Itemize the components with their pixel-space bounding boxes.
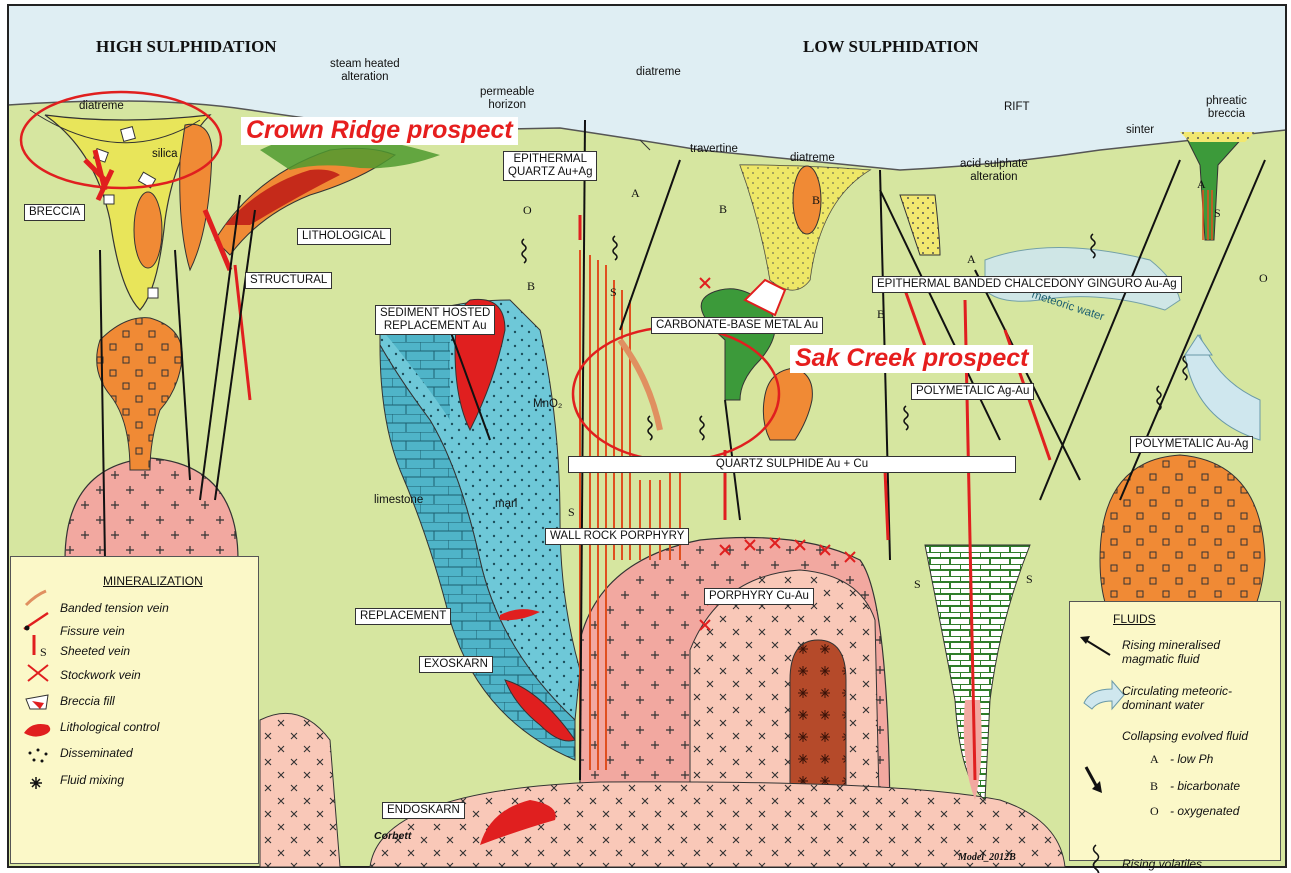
model-credit: Model_2012B — [958, 852, 1016, 864]
breccia-box: BRECCIA — [24, 204, 85, 221]
collapse-key-a: A — [1150, 752, 1159, 767]
phreatic-breccia-label: phreatic breccia — [1206, 95, 1247, 121]
letter-b: B — [877, 307, 885, 322]
replacement-box: REPLACEMENT — [355, 608, 451, 625]
legend-stockwork-vein: Stockwork vein — [60, 668, 141, 682]
legend-collapsing-fluid: Collapsing evolved fluid — [1122, 729, 1248, 743]
legend-circulating-meteoric: Circulating meteoric- dominant water — [1122, 684, 1232, 713]
letter-b: B — [527, 279, 535, 294]
legend-rising-volatiles: Rising volatiles — [1122, 857, 1202, 871]
carbonate-base-metal-box: CARBONATE-BASE METAL Au — [651, 317, 823, 334]
porphyry-cu-au-box: PORPHYRY Cu-Au — [704, 588, 814, 605]
high-sulphidation-heading: HIGH SULPHIDATION — [96, 37, 277, 57]
letter-a: A — [631, 186, 640, 201]
epithermal-banded-box: EPITHERMAL BANDED CHALCEDONY GINGURO Au-… — [872, 276, 1182, 293]
quartz-sulphide-box: QUARTZ SULPHIDE Au + Cu — [568, 456, 1016, 473]
low-sulphidation-heading: LOW SULPHIDATION — [803, 37, 979, 57]
legend-sheeted-vein: Sheeted vein — [60, 644, 130, 658]
legend-breccia-fill: Breccia fill — [60, 694, 115, 708]
silica-label: silica — [152, 148, 178, 161]
legend-disseminated: Disseminated — [60, 746, 133, 760]
polymetalic-auag-box: POLYMETALIC Au-Ag — [1130, 436, 1253, 453]
diatreme-mid-label: diatreme — [790, 152, 835, 165]
fluids-title: FLUIDS — [1113, 612, 1156, 626]
exoskarn-box: EXOSKARN — [419, 656, 493, 673]
letter-b: B — [812, 193, 820, 208]
collapse-label-o: - oxygenated — [1170, 804, 1239, 818]
letter-b: B — [719, 202, 727, 217]
letter-s: S — [610, 285, 617, 300]
diatreme-top-label: diatreme — [636, 66, 681, 79]
steam-heated-label: steam heated alteration — [330, 58, 400, 84]
mineralization-title: MINERALIZATION — [103, 574, 203, 588]
rift-label: RIFT — [1004, 101, 1030, 114]
polymetalic-agau-box: POLYMETALIC Ag-Au — [911, 383, 1034, 400]
letter-s: S — [1026, 572, 1033, 587]
legend-rising-magmatic-fluid: Rising mineralised magmatic fluid — [1122, 638, 1220, 667]
collapse-label-b: - bicarbonate — [1170, 779, 1240, 793]
acid-sulphate-label: acid sulphate alteration — [960, 158, 1028, 184]
sak-creek-prospect-label: Sak Creek prospect — [790, 345, 1033, 373]
sinter-label: sinter — [1126, 124, 1154, 137]
mno2-label: MnO₂ — [533, 398, 562, 411]
letter-o: O — [523, 203, 532, 218]
letter-s: S — [568, 505, 575, 520]
structural-box: STRUCTURAL — [245, 272, 332, 289]
travertine-label: travertine — [690, 143, 738, 156]
epithermal-quartz-box: EPITHERMAL QUARTZ Au+Ag — [503, 151, 597, 181]
letter-s: S — [1214, 206, 1221, 221]
limestone-label: limestone — [374, 494, 423, 507]
letter-s: S — [914, 577, 921, 592]
corbett-credit: Corbett — [374, 830, 411, 842]
legend-lithological-control: Lithological control — [60, 720, 159, 734]
sediment-hosted-box: SEDIMENT HOSTED REPLACEMENT Au — [375, 305, 495, 335]
lithological-box: LITHOLOGICAL — [297, 228, 391, 245]
wall-rock-porphyry-box: WALL ROCK PORPHYRY — [545, 528, 689, 545]
permeable-horizon-label: permeable horizon — [480, 86, 534, 112]
collapse-key-b: B — [1150, 779, 1158, 794]
collapse-label-a: - low Ph — [1170, 752, 1213, 766]
legend-banded-tension-vein: Banded tension vein — [60, 601, 169, 615]
endoskarn-box: ENDOSKARN — [382, 802, 465, 819]
legend-fissure-vein: Fissure vein — [60, 624, 125, 638]
letter-a: A — [1197, 177, 1206, 192]
letter-o: O — [1259, 271, 1268, 286]
marl-label: marl — [495, 498, 517, 511]
sheeted-letter: S — [40, 645, 47, 660]
legend-fluid-mixing: Fluid mixing — [60, 773, 124, 787]
crown-ridge-prospect-label: Crown Ridge prospect — [241, 117, 518, 145]
diatreme-left-label: diatreme — [79, 100, 124, 113]
collapse-key-o: O — [1150, 804, 1159, 819]
letter-a: A — [967, 252, 976, 267]
